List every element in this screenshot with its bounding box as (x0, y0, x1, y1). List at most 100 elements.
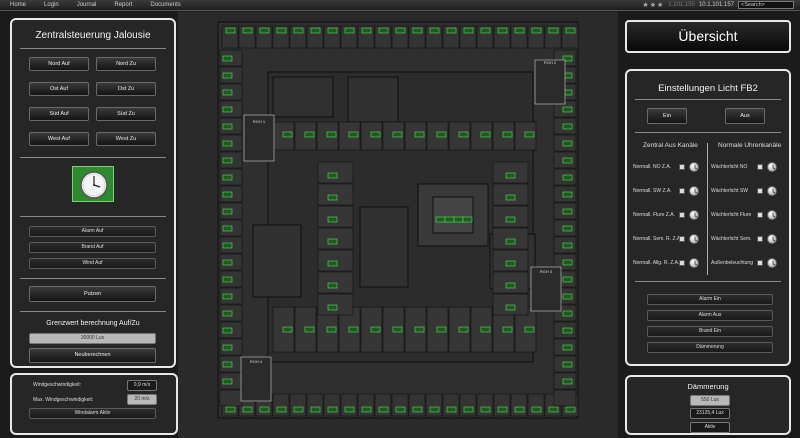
west-auf-button[interactable]: West Auf (29, 132, 89, 146)
west-zu-button[interactable]: West Zu (96, 132, 156, 146)
channel-right-clock-icon[interactable] (767, 234, 777, 244)
light-fixture-icon[interactable] (505, 282, 516, 289)
light-fixture-icon[interactable] (502, 326, 513, 333)
light-fixture-icon[interactable] (344, 27, 355, 34)
sued-auf-button[interactable]: Süd Auf (29, 107, 89, 121)
channel-left-checkbox[interactable] (679, 260, 685, 266)
light-fixture-icon[interactable] (505, 238, 516, 245)
light-fixture-icon[interactable] (282, 326, 293, 333)
light-fixture-icon[interactable] (348, 326, 359, 333)
brand-auf-button[interactable]: Brand Auf (29, 242, 156, 253)
light-fixture-icon[interactable] (276, 406, 287, 413)
light-fixture-icon[interactable] (222, 123, 233, 130)
putzen-button[interactable]: Putzen (29, 286, 156, 302)
light-fixture-icon[interactable] (458, 131, 469, 138)
light-fixture-icon[interactable] (327, 406, 338, 413)
light-fixture-icon[interactable] (562, 123, 573, 130)
light-fixture-icon[interactable] (222, 225, 233, 232)
light-fixture-icon[interactable] (505, 172, 516, 179)
light-fixture-icon[interactable] (562, 378, 573, 385)
light-fixture-icon[interactable] (505, 304, 516, 311)
light-fixture-icon[interactable] (392, 326, 403, 333)
channel-right-clock-icon[interactable] (767, 162, 777, 172)
light-fixture-icon[interactable] (361, 406, 372, 413)
light-fixture-icon[interactable] (327, 216, 338, 223)
light-fixture-icon[interactable] (414, 326, 425, 333)
light-fixture-icon[interactable] (225, 406, 236, 413)
brand-ein-button[interactable]: Brand Ein (647, 326, 773, 337)
light-fixture-icon[interactable] (463, 406, 474, 413)
sued-zu-button[interactable]: Süd Zu (96, 107, 156, 121)
light-fixture-icon[interactable] (562, 191, 573, 198)
light-fixture-icon[interactable] (327, 260, 338, 267)
channel-right-checkbox[interactable] (757, 188, 763, 194)
light-fixture-icon[interactable] (435, 216, 446, 223)
windalarm-status[interactable]: Windalarm Aktiv (29, 408, 156, 419)
light-fixture-icon[interactable] (505, 216, 516, 223)
light-fixture-icon[interactable] (531, 27, 542, 34)
rating-stars-icon[interactable]: ★★★ (642, 2, 665, 9)
light-fixture-icon[interactable] (395, 27, 406, 34)
light-fixture-icon[interactable] (222, 208, 233, 215)
light-fixture-icon[interactable] (276, 27, 287, 34)
light-fixture-icon[interactable] (505, 260, 516, 267)
neuberechnen-button[interactable]: Neuberechnen (29, 348, 156, 363)
light-fixture-icon[interactable] (414, 131, 425, 138)
ost-auf-button[interactable]: Ost Auf (29, 82, 89, 96)
light-fixture-icon[interactable] (222, 140, 233, 147)
light-fixture-icon[interactable] (548, 27, 559, 34)
light-fixture-icon[interactable] (327, 172, 338, 179)
light-fixture-icon[interactable] (524, 131, 535, 138)
light-fixture-icon[interactable] (242, 406, 253, 413)
nord-auf-button[interactable]: Nord Auf (29, 57, 89, 71)
light-fixture-icon[interactable] (242, 27, 253, 34)
light-fixture-icon[interactable] (565, 406, 576, 413)
light-fixture-icon[interactable] (378, 27, 389, 34)
light-fixture-icon[interactable] (327, 194, 338, 201)
light-fixture-icon[interactable] (327, 304, 338, 311)
alarm-aus-button[interactable]: Alarm Aus (647, 310, 773, 321)
light-fixture-icon[interactable] (378, 406, 389, 413)
channel-left-clock-icon[interactable] (689, 258, 699, 268)
light-fixture-icon[interactable] (562, 259, 573, 266)
light-fixture-icon[interactable] (562, 327, 573, 334)
light-fixture-icon[interactable] (436, 326, 447, 333)
alarm-ein-button[interactable]: Alarm Ein (647, 294, 773, 305)
light-fixture-icon[interactable] (562, 344, 573, 351)
nav-home[interactable]: Home (10, 2, 27, 8)
light-fixture-icon[interactable] (429, 406, 440, 413)
light-fixture-icon[interactable] (463, 27, 474, 34)
nav-report[interactable]: Report (114, 2, 133, 8)
light-fixture-icon[interactable] (453, 216, 464, 223)
max-wind-input[interactable]: 20 m/s (127, 394, 157, 405)
light-fixture-icon[interactable] (562, 293, 573, 300)
channel-left-checkbox[interactable] (679, 164, 685, 170)
light-fixture-icon[interactable] (259, 406, 270, 413)
light-fixture-icon[interactable] (444, 216, 455, 223)
light-fixture-icon[interactable] (562, 225, 573, 232)
light-fixture-icon[interactable] (548, 406, 559, 413)
ost-zu-button[interactable]: Ost Zu (96, 82, 156, 96)
light-fixture-icon[interactable] (514, 27, 525, 34)
light-fixture-icon[interactable] (497, 27, 508, 34)
light-fixture-icon[interactable] (505, 194, 516, 201)
channel-right-clock-icon[interactable] (767, 258, 777, 268)
light-fixture-icon[interactable] (222, 55, 233, 62)
light-fixture-icon[interactable] (222, 344, 233, 351)
light-fixture-icon[interactable] (412, 406, 423, 413)
nord-zu-button[interactable]: Nord Zu (96, 57, 156, 71)
channel-left-clock-icon[interactable] (689, 234, 699, 244)
light-fixture-icon[interactable] (327, 238, 338, 245)
floor-plan-map[interactable]: RGH 1 RGH 2 RGH 3 RGH 4 (178, 12, 618, 438)
grenzwert-input[interactable]: 30000 Lux (29, 333, 156, 344)
light-fixture-icon[interactable] (222, 106, 233, 113)
uebersicht-button[interactable]: Übersicht (625, 20, 791, 53)
light-fixture-icon[interactable] (326, 326, 337, 333)
channel-left-clock-icon[interactable] (689, 210, 699, 220)
light-fixture-icon[interactable] (326, 131, 337, 138)
light-fixture-icon[interactable] (222, 174, 233, 181)
channel-right-checkbox[interactable] (757, 212, 763, 218)
light-fixture-icon[interactable] (412, 27, 423, 34)
light-fixture-icon[interactable] (222, 72, 233, 79)
light-fixture-icon[interactable] (562, 106, 573, 113)
